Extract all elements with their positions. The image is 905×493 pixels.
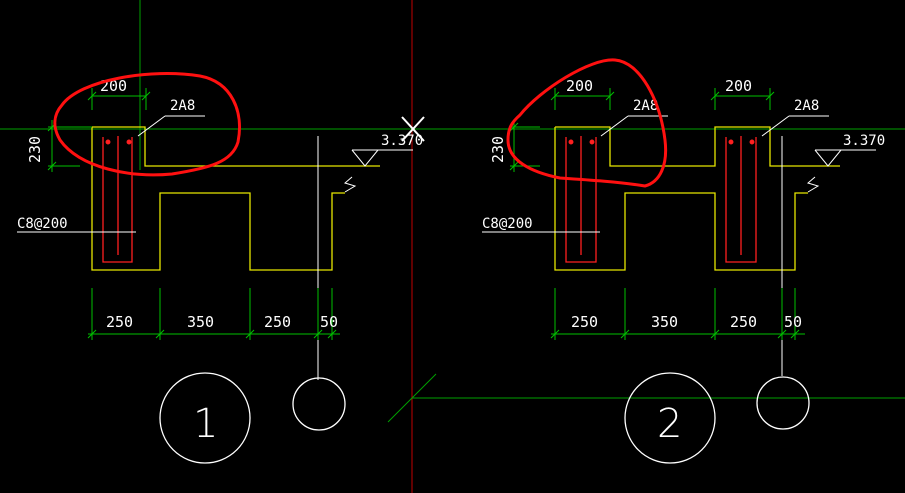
- section-outline: [555, 126, 840, 167]
- top-dimension-label: 200: [725, 77, 752, 95]
- bottom-dim-3: 250: [264, 313, 291, 331]
- section-outline-lower: [554, 127, 808, 271]
- bottom-dimension-chain: [87, 288, 340, 340]
- section-outline-lower: [91, 127, 345, 271]
- detail-number: 2: [657, 401, 682, 447]
- stirrup-label: C8@200: [482, 216, 533, 232]
- top-dimension: [87, 88, 151, 110]
- bottom-dim-3: 250: [730, 313, 757, 331]
- elevation-marker: [343, 149, 413, 193]
- rebar-label: 2A8: [633, 98, 658, 114]
- bottom-dim-2: 350: [187, 313, 214, 331]
- detail-number: 1: [193, 401, 218, 447]
- detail-2: 200 200 230 2A8 2A8 C8@200 3.370: [482, 58, 885, 464]
- bottom-dimension-chain: [550, 288, 805, 340]
- bottom-dim-1: 250: [106, 313, 133, 331]
- section-outline: [92, 126, 380, 167]
- bottom-dim-2: 350: [651, 313, 678, 331]
- rebar: [565, 136, 757, 263]
- detail-number-circle: [159, 372, 251, 464]
- axis-bubble: [756, 376, 810, 430]
- markup-circle: [53, 72, 241, 177]
- rebar: [102, 136, 133, 263]
- elevation-label: 3.370: [381, 133, 423, 149]
- elevation-label: 3.370: [843, 133, 885, 149]
- top-dimension-label: 200: [566, 77, 593, 95]
- detail-number-circle: [624, 372, 716, 464]
- elevation-marker: [806, 149, 876, 193]
- rebar-label: 2A8: [170, 98, 195, 114]
- rebar-leader: [137, 115, 205, 137]
- rebar-label: 2A8: [794, 98, 819, 114]
- detail-1: 200 230 2A8 C8@200 3.370: [17, 72, 423, 464]
- bottom-dim-4: 50: [784, 313, 802, 331]
- side-dimension-label: 230: [489, 136, 507, 163]
- bottom-dim-4: 50: [320, 313, 338, 331]
- side-dimension: [509, 120, 540, 172]
- stirrup-label: C8@200: [17, 216, 68, 232]
- markup-circle: [506, 58, 668, 188]
- top-dimension: [550, 88, 775, 110]
- side-dimension-label: 230: [26, 136, 44, 163]
- axis-bubble: [292, 377, 346, 431]
- bottom-dim-1: 250: [571, 313, 598, 331]
